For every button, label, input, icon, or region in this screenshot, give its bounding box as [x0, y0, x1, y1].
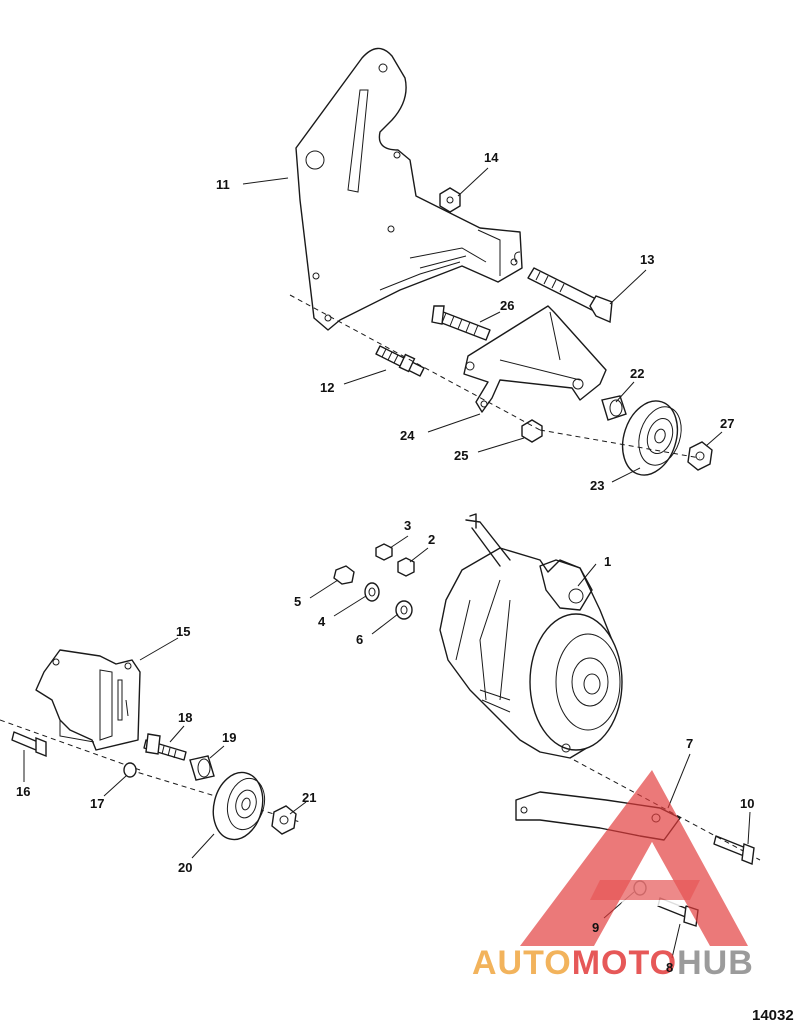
- callout-1: 1: [604, 554, 611, 569]
- nut-3: [375, 543, 393, 561]
- spacer-22: [601, 395, 627, 421]
- callout-10: 10: [740, 796, 754, 811]
- callout-14: 14: [484, 150, 499, 165]
- callout-5: 5: [294, 594, 301, 609]
- callout-4: 4: [318, 614, 326, 629]
- callout-6: 6: [356, 632, 363, 647]
- callout-12: 12: [320, 380, 334, 395]
- nut-27: [687, 441, 713, 471]
- stud-18: [143, 733, 187, 761]
- callout-8: 8: [666, 960, 673, 975]
- callout-labels: 11 14 13 26 12 24 25 22 23 27 3 2 1 5 4 …: [16, 150, 754, 975]
- stud-26: [431, 305, 491, 341]
- idler-pulley-20: [212, 771, 266, 841]
- callout-9: 9: [592, 920, 599, 935]
- automotohub-watermark: AUTOMOTOHUB: [472, 770, 754, 982]
- idler-pulley-23: [621, 400, 682, 476]
- spacer-19: [189, 755, 215, 781]
- callout-11: 11: [216, 177, 230, 192]
- callout-18: 18: [178, 710, 192, 725]
- washer-6: [395, 600, 413, 620]
- nut-5: [333, 565, 355, 585]
- alternator-1: [439, 513, 623, 759]
- callout-27: 27: [720, 416, 734, 431]
- watermark-hub: HUB: [677, 944, 754, 982]
- mounting-bracket-15: [35, 649, 141, 751]
- callout-25: 25: [454, 448, 468, 463]
- bolt-10: [713, 835, 755, 865]
- bolt-13: [527, 267, 613, 324]
- figure-code: 14032: [752, 1007, 794, 1024]
- watermark-triangle-outer: [520, 770, 748, 946]
- callout-19: 19: [222, 730, 236, 745]
- nut-14: [439, 187, 461, 213]
- mounting-bracket-11: [295, 47, 523, 331]
- nut-25: [521, 419, 543, 443]
- callout-2: 2: [428, 532, 435, 547]
- idler-bracket-24: [463, 305, 607, 413]
- callout-17: 17: [90, 796, 104, 811]
- callout-7: 7: [686, 736, 693, 751]
- nut-2: [397, 557, 415, 577]
- callout-16: 16: [16, 784, 30, 799]
- callout-15: 15: [176, 624, 190, 639]
- washer-17: [123, 762, 137, 778]
- callout-24: 24: [400, 428, 415, 443]
- callout-3: 3: [404, 518, 411, 533]
- callout-22: 22: [630, 366, 644, 381]
- callout-20: 20: [178, 860, 192, 875]
- bolt-16: [11, 731, 47, 758]
- callout-21: 21: [302, 790, 316, 805]
- svg-text:AUTOMOTOHUB: AUTOMOTOHUB: [472, 944, 754, 982]
- leader-lines: [23, 167, 751, 959]
- callout-26: 26: [500, 298, 514, 313]
- watermark-moto: MOTO: [572, 944, 677, 982]
- watermark-auto: AUTO: [472, 944, 572, 982]
- nut-21: [271, 805, 297, 835]
- callout-23: 23: [590, 478, 604, 493]
- callout-13: 13: [640, 252, 654, 267]
- washer-4: [364, 582, 380, 602]
- stud-12: [375, 345, 425, 377]
